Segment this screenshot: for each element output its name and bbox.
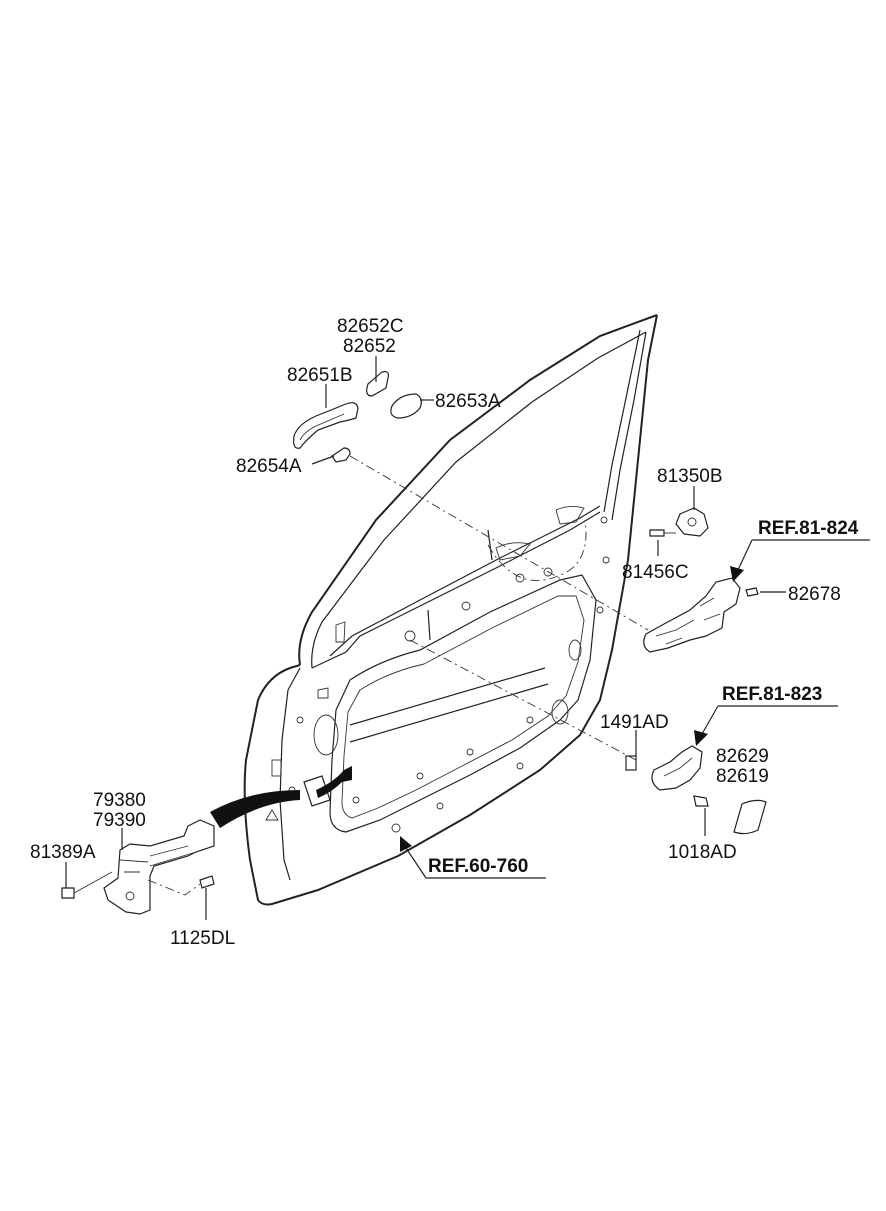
label-82619: 82619 [716,766,769,787]
ref-callouts [400,539,870,879]
label-82652: 82652 [343,336,396,357]
door-checker-assembly [61,766,352,915]
inside-handle-assembly [625,745,767,835]
label-79380: 79380 [93,790,146,811]
screw-81456C [649,529,665,537]
inside-handle [651,745,703,791]
label-leaders [65,356,786,920]
label-82678: 82678 [788,584,841,605]
label-82653A: 82653A [435,391,501,412]
label-1491AD: 1491AD [600,712,669,733]
bolt-1125DL [199,875,215,889]
cap-82629 [733,799,767,835]
ref-label-60-760: REF.60-760 [428,856,528,877]
label-81389A: 81389A [30,842,96,863]
ref-label-81-824: REF.81-824 [758,518,859,539]
gasket-82653A [390,393,422,419]
door-latch [643,577,741,653]
door-latch-assembly [643,507,759,653]
front-door-panel [243,314,658,906]
screw-1018AD [693,795,709,807]
label-82652C: 82652C [337,316,404,337]
label-81456C: 81456C [622,562,689,583]
ref-label-81-823: REF.81-823 [722,684,822,705]
clip-1491AD [625,755,637,771]
handle-cover-82652 [366,371,389,397]
label-82651B: 82651B [287,365,353,386]
label-1125DL: 1125DL [170,928,235,949]
pad-82654A [331,447,351,463]
label-82654A: 82654A [236,456,302,477]
label-82629: 82629 [716,746,769,767]
striker-81350B [675,507,709,537]
door-checker [103,819,215,915]
label-79390: 79390 [93,810,146,831]
dashed-leader-lines [147,455,649,896]
outside-handle-82651B [293,402,359,449]
outside-handle-assembly [293,371,422,463]
label-81350B: 81350B [657,466,723,487]
label-1018AD: 1018AD [668,842,737,863]
bolt-81389A [61,887,75,899]
screw-82678 [745,587,759,597]
